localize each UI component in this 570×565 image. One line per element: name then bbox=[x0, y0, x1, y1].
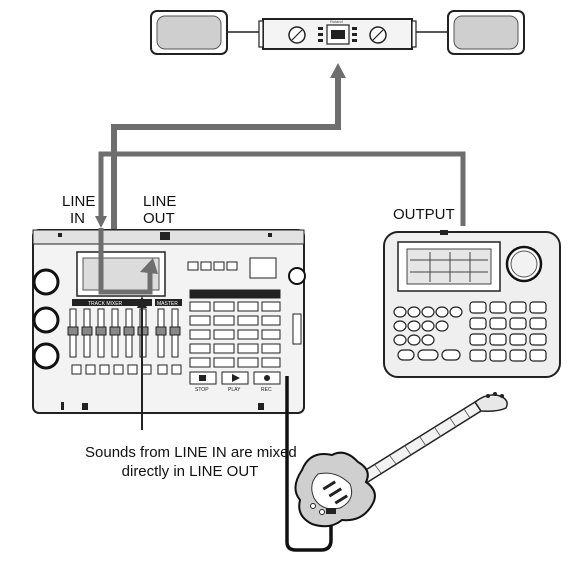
right-speaker bbox=[447, 10, 525, 55]
recorder-knob-2-icon bbox=[32, 306, 60, 334]
track-mixer-label: TRACK MIXER bbox=[88, 301, 123, 307]
line-out-label-line1: LINE bbox=[143, 193, 177, 210]
digital-recorder: TRACK MIXER MASTER bbox=[32, 229, 306, 414]
track-buttons bbox=[71, 364, 182, 375]
master-label: MASTER bbox=[157, 301, 178, 307]
line-in-label-line1: LINE bbox=[62, 193, 96, 210]
output-label: OUTPUT bbox=[393, 206, 455, 223]
line-in-label-line2: IN bbox=[70, 210, 85, 227]
transport-buttons: STOP PLAY REC bbox=[189, 371, 281, 393]
line-out-label-line2: OUT bbox=[143, 210, 175, 227]
internal-mix-arrow-icon bbox=[140, 258, 158, 274]
caption-line-1: Sounds from LINE IN are mixed bbox=[85, 444, 297, 461]
line-out-cable bbox=[111, 74, 341, 232]
internal-mix-path bbox=[98, 228, 153, 295]
amp-brand-label: Roland bbox=[330, 19, 343, 24]
caption-pointer-arrow-icon bbox=[137, 296, 147, 308]
line-in-arrow-icon bbox=[95, 216, 107, 228]
stop-label: STOP bbox=[195, 387, 209, 393]
function-buttons bbox=[187, 257, 281, 368]
electric-guitar bbox=[294, 392, 508, 528]
guitar-cable bbox=[285, 376, 333, 552]
recorder-knob-3-icon bbox=[32, 342, 60, 370]
recorder-knob-1-icon bbox=[32, 268, 60, 296]
rec-label: REC bbox=[261, 387, 272, 393]
play-label: PLAY bbox=[228, 387, 241, 393]
caption-text: Sounds from LINE IN are mixed directly i… bbox=[85, 443, 297, 481]
power-amplifier: Roland bbox=[258, 18, 417, 50]
line-out-arrow-icon bbox=[330, 63, 346, 78]
left-speaker bbox=[150, 10, 228, 55]
drum-machine bbox=[383, 230, 561, 378]
caption-line-2: directly in LINE OUT bbox=[121, 463, 259, 480]
line-in-cable bbox=[98, 151, 466, 226]
